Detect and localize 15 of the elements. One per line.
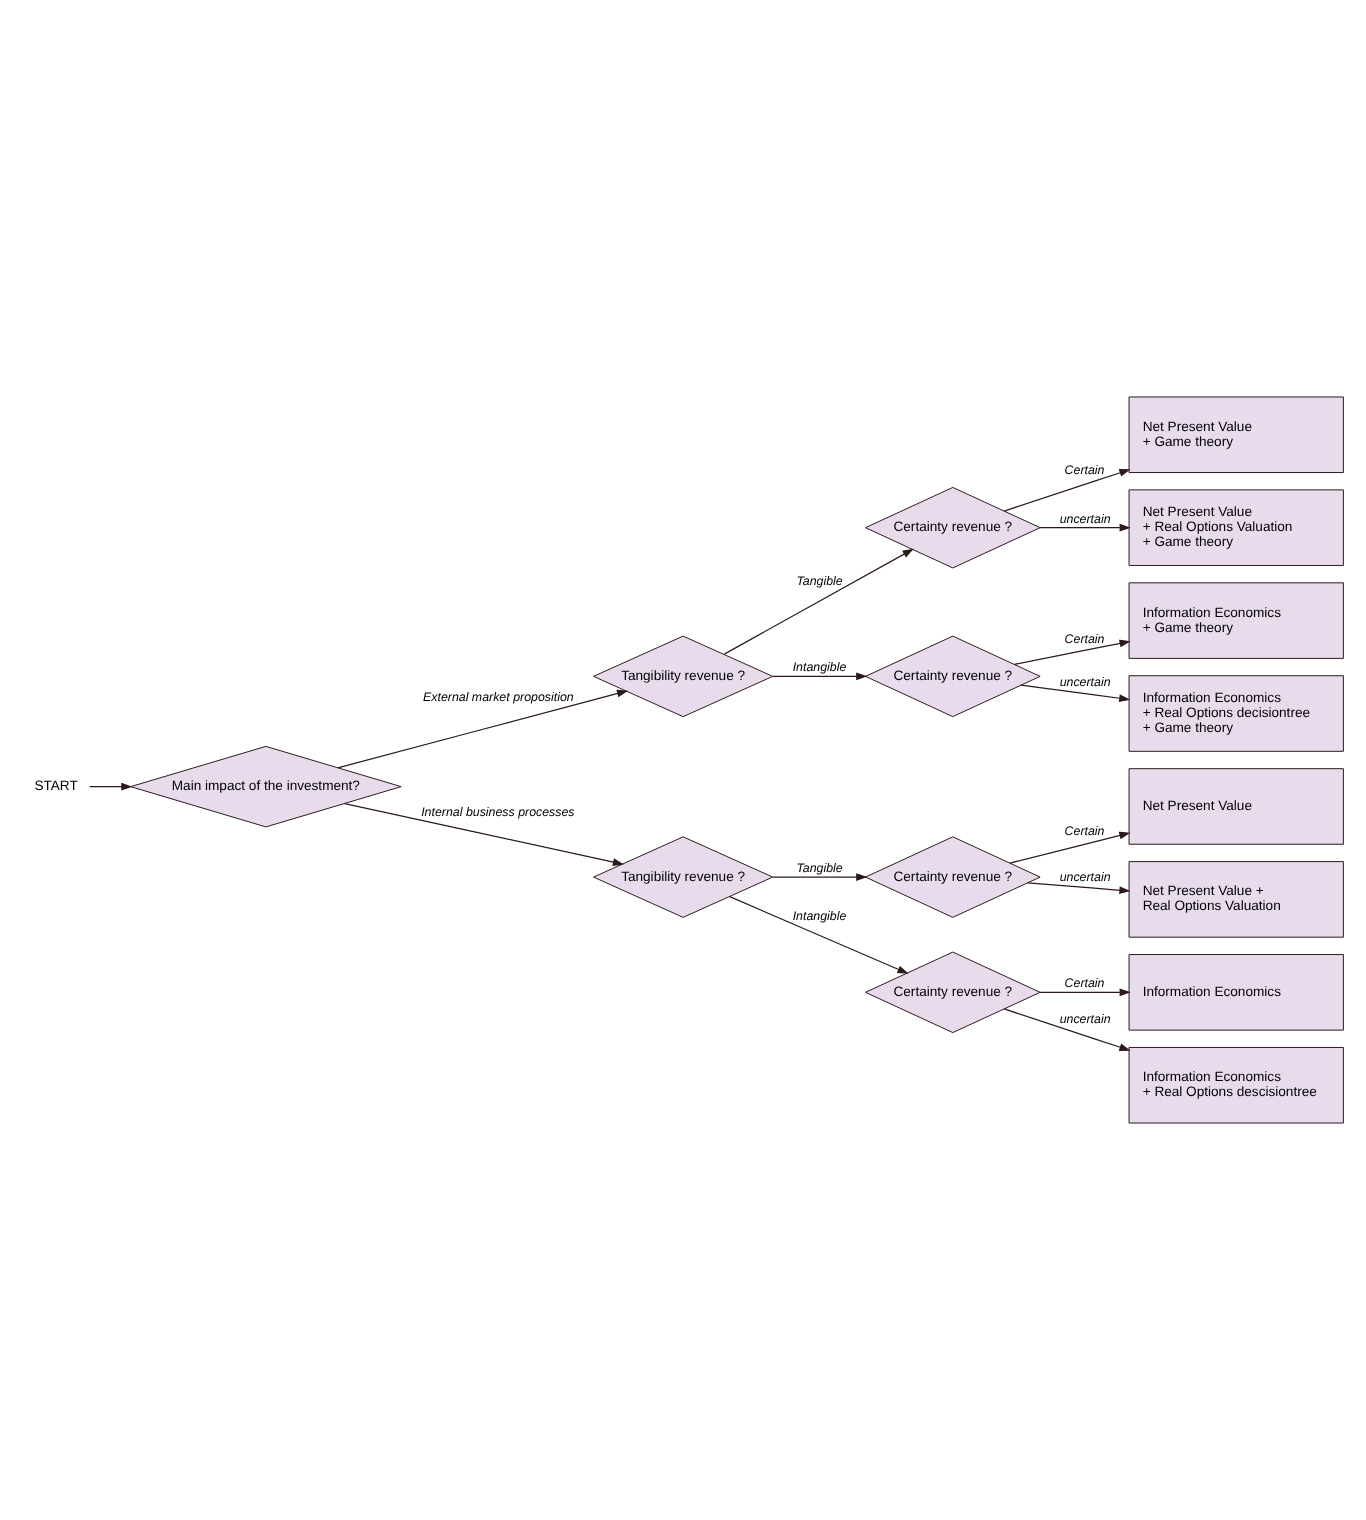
arrow bbox=[1026, 882, 1131, 895]
arrow bbox=[344, 802, 625, 866]
arrow bbox=[729, 896, 909, 974]
arrow bbox=[772, 672, 868, 681]
arrow bbox=[1039, 988, 1131, 997]
arrow bbox=[723, 548, 914, 655]
arrow bbox=[772, 873, 868, 881]
arrow bbox=[89, 782, 133, 791]
arrow bbox=[1009, 831, 1131, 864]
arrow bbox=[1003, 469, 1131, 512]
arrow bbox=[1003, 1008, 1131, 1051]
arrow bbox=[1039, 523, 1131, 532]
arrow bbox=[337, 689, 629, 769]
arrow bbox=[1013, 639, 1131, 666]
arrow bbox=[1020, 684, 1131, 703]
